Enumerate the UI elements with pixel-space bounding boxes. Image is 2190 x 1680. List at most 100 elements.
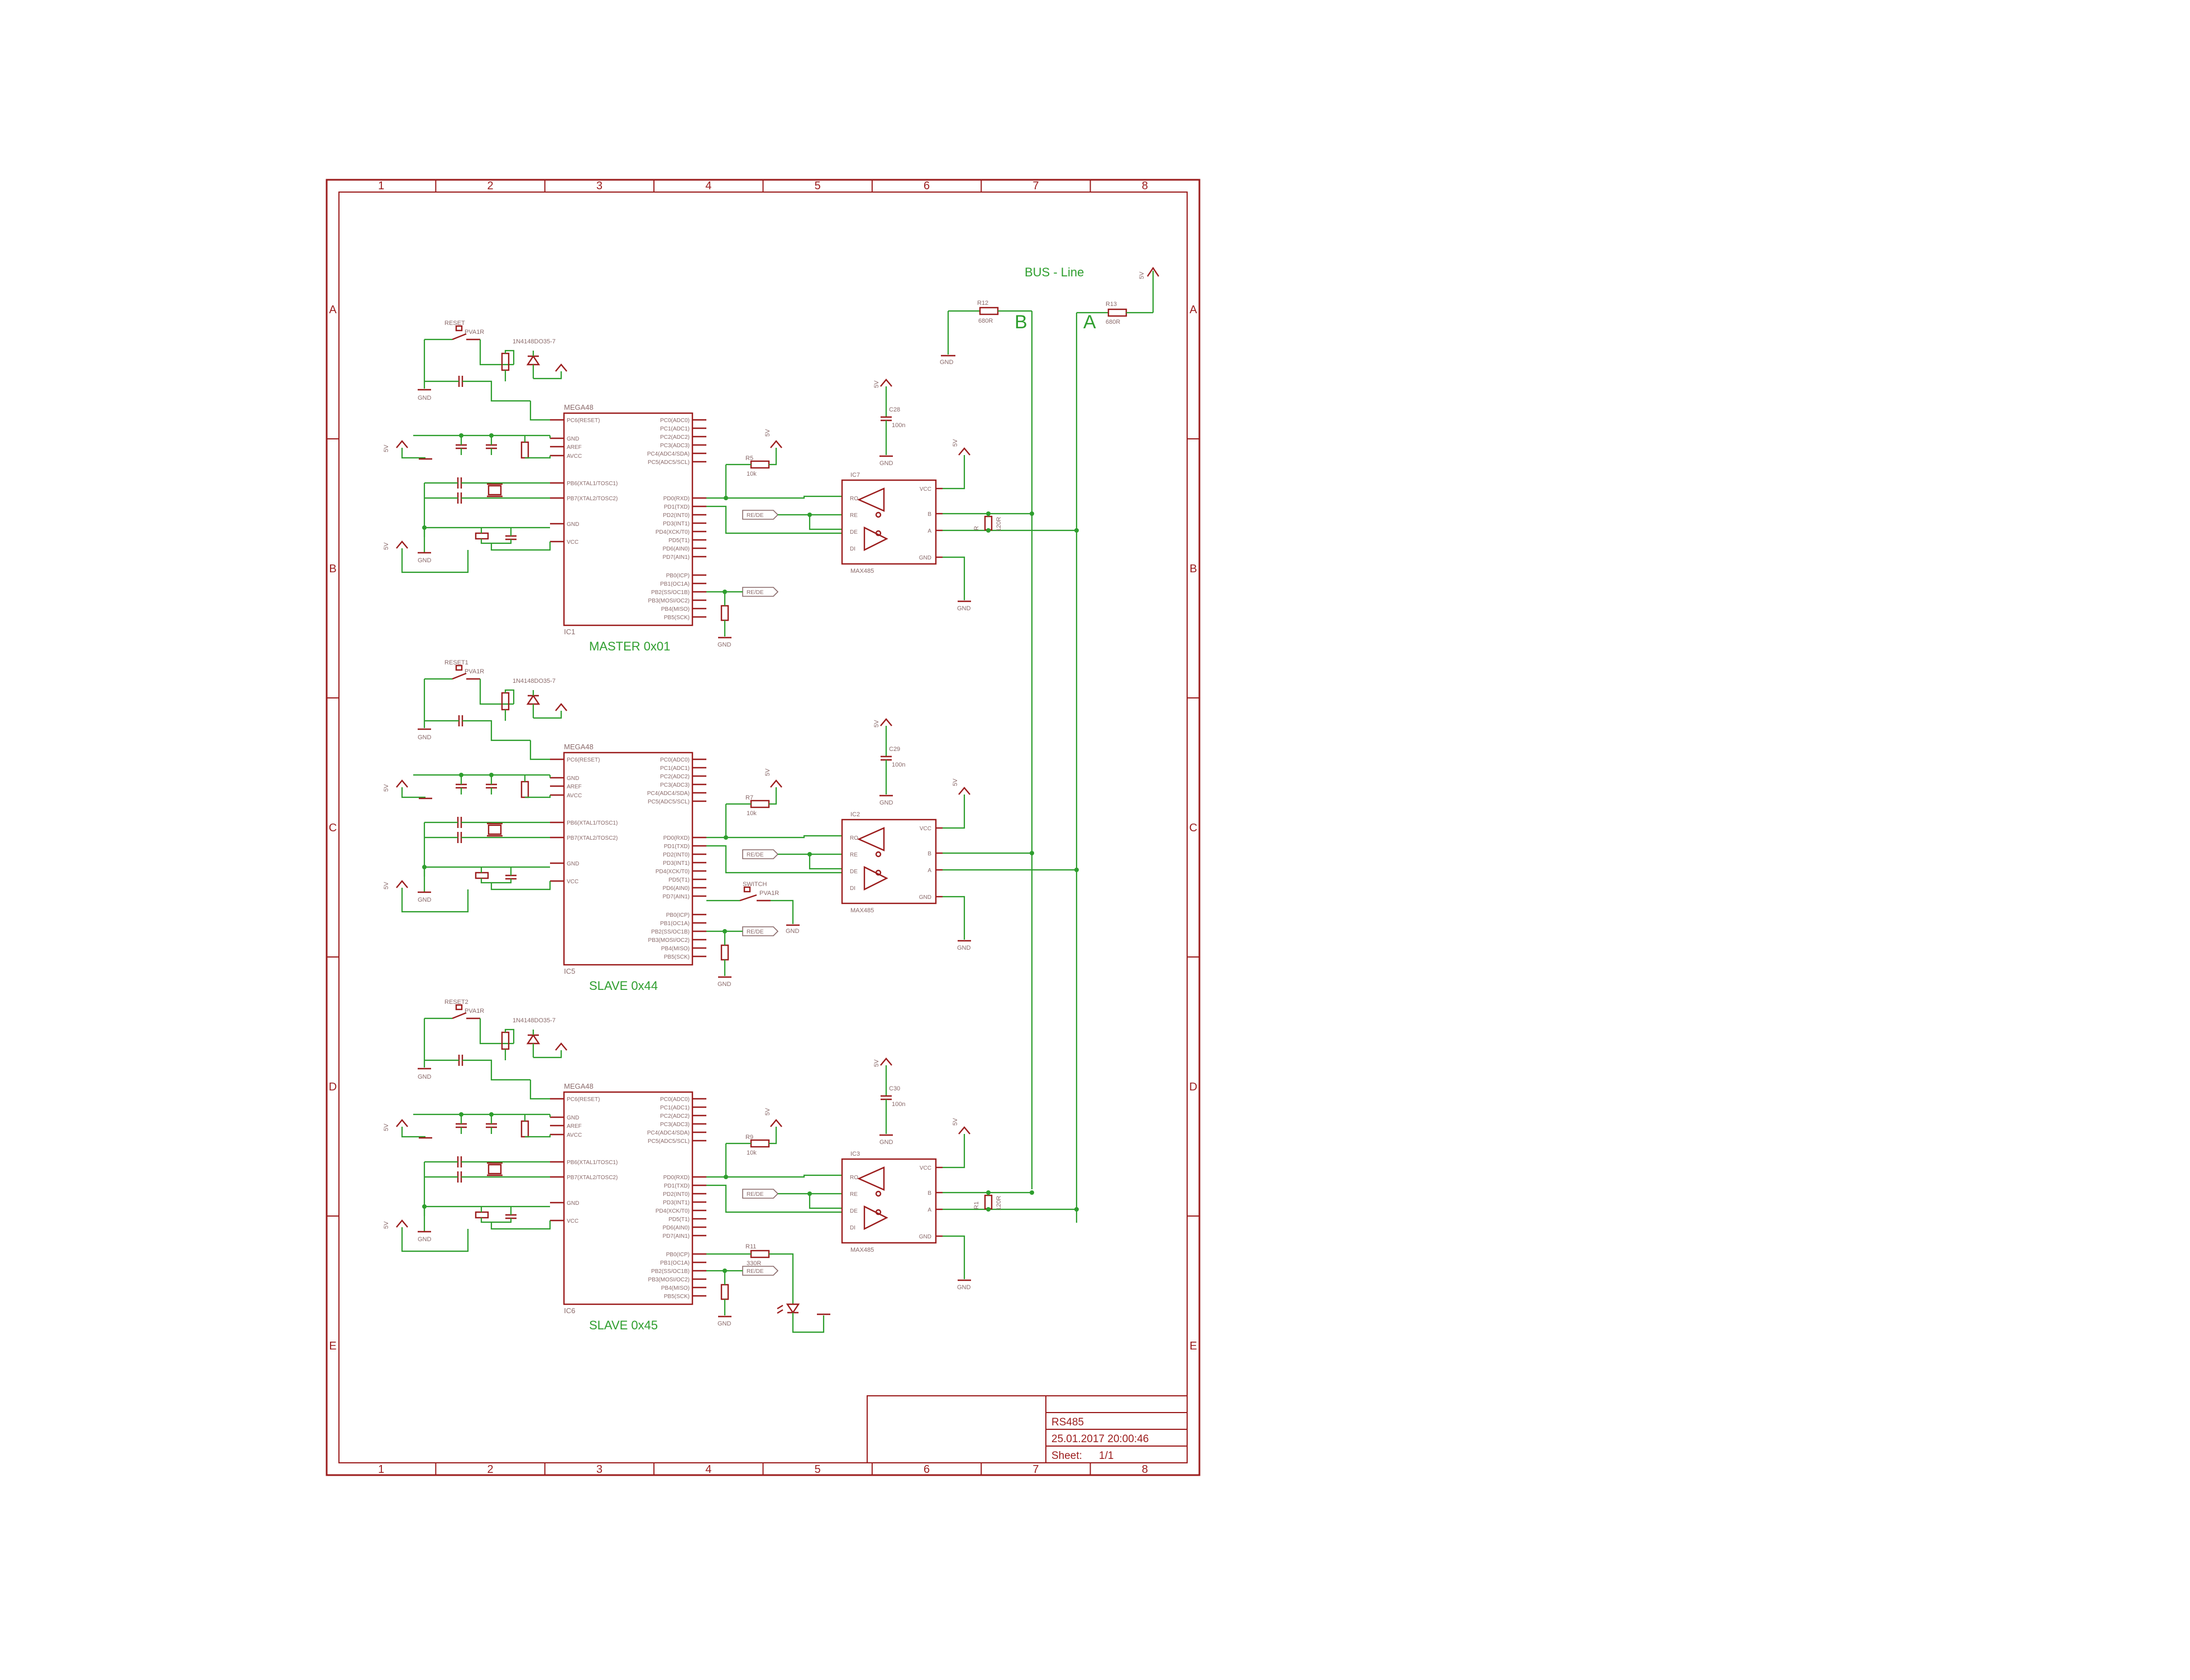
mcu-pin-right: PB0(ICP) [666, 1252, 690, 1258]
term-resistor-value: 120R [996, 517, 1002, 532]
grid-row-right-E: E [1189, 1340, 1197, 1352]
xcvr-cap-value: 100n [892, 422, 905, 429]
mcu-type-label: MEGA48 [564, 743, 594, 751]
mcu-pin-right: PD0(RXD) [663, 835, 690, 841]
mcu-pin-right: PD0(RXD) [663, 496, 690, 502]
supply-label: 5V [764, 429, 771, 437]
mcu-pin-right: PC1(ADC1) [660, 426, 690, 432]
gnd-label: GND [879, 1139, 893, 1146]
switch-type: PVA1R [759, 890, 779, 897]
grid-col-bottom-4: 4 [705, 1463, 711, 1476]
mcu-pin-right: PB4(MISO) [661, 1285, 690, 1291]
mcu-pin-right: PD1(TXD) [664, 504, 690, 510]
xcvr-pin-left: RE [850, 1191, 858, 1198]
sheet-value: 1/1 [1099, 1450, 1113, 1462]
mcu-pin-left: VCC [567, 879, 578, 885]
reset-switch-name: RESET [444, 320, 465, 327]
mcu-pin-right: PC3(ADC3) [660, 443, 690, 449]
mcu-pin-right: PD7(AIN1) [663, 894, 690, 900]
reset-switch-type: PVA1R [465, 1008, 484, 1014]
bus-supply-label: 5V [1139, 271, 1145, 279]
supply-label: 5V [952, 1118, 959, 1126]
xcvr-pin-right: GND [919, 894, 931, 901]
grid-col-bottom-6: 6 [924, 1463, 930, 1476]
xcvr-name-label: IC2 [850, 811, 860, 818]
rede-tag-pb: RE/DE [747, 590, 764, 596]
supply-label: 5V [873, 720, 880, 727]
diode-label: 1N4148DO35-7 [513, 1017, 556, 1024]
grid-col-bottom-7: 7 [1032, 1463, 1039, 1476]
mcu-pin-right: PD5(T1) [668, 538, 690, 544]
grid-row-left-C: C [329, 822, 337, 834]
xcvr-name-label: IC7 [850, 472, 860, 478]
mcu-pin-right: PD5(T1) [668, 1217, 690, 1223]
date-text: 25.01.2017 20:00:46 [1051, 1433, 1149, 1445]
gnd-label: GND [879, 800, 893, 806]
mcu-pin-right: PC5(ADC5/SCL) [648, 1138, 690, 1145]
xcvr-pin-right: VCC [920, 486, 931, 492]
mcu-pin-right: PB2(SS/OC1B) [651, 590, 690, 596]
mcu-pin-right: PC0(ADC0) [660, 1097, 690, 1103]
xcvr-cap-name: C30 [889, 1085, 900, 1092]
grid-row-left-A: A [329, 304, 337, 316]
grid-row-left-D: D [329, 1081, 337, 1093]
mcu-pin-right: PD3(INT1) [663, 521, 690, 527]
block-label: SLAVE 0x45 [589, 1318, 658, 1332]
block-label: MASTER 0x01 [589, 639, 671, 653]
grid-row-right-A: A [1189, 304, 1197, 316]
grid-row-left-B: B [329, 563, 336, 575]
supply-label: 5V [383, 542, 390, 550]
mcu-pin-right: PD7(AIN1) [663, 1233, 690, 1239]
mcu-pin-right: PD6(AIN0) [663, 546, 690, 552]
mcu-pin-right: PD6(AIN0) [663, 886, 690, 892]
xcvr-pin-left: RE [850, 852, 858, 858]
xcvr-pin-left: DI [850, 886, 855, 892]
xcvr-pin-left: DE [850, 869, 858, 875]
mcu-pin-left: AREF [567, 444, 582, 451]
reset-switch-name: RESET1 [444, 659, 468, 666]
mcu-pin-left: PC6(RESET) [567, 1097, 600, 1103]
xcvr-cap-name: C28 [889, 406, 900, 413]
mcu-pin-right: PB3(MOSI/OC2) [648, 937, 690, 944]
grid-row-right-B: B [1189, 563, 1197, 575]
term-resistor-name: R1 [973, 1202, 980, 1209]
mcu-pin-right: PB5(SCK) [664, 954, 690, 960]
mcu-pin-left: GND [567, 776, 579, 782]
gnd-label: GND [418, 1236, 432, 1243]
rede-tag-pb: RE/DE [747, 929, 764, 935]
bus-a-label: A [1083, 312, 1096, 333]
rede-tag-pb: RE/DE [747, 1269, 764, 1275]
grid-col-bottom-8: 8 [1142, 1463, 1148, 1476]
mcu-type-label: MEGA48 [564, 403, 594, 411]
gnd-label: GND [418, 734, 432, 741]
mcu-pin-left: PB7(XTAL2/TOSC2) [567, 835, 618, 841]
supply-label: 5V [764, 1108, 771, 1116]
xcvr-type-label: MAX485 [850, 568, 874, 575]
grid-col-top-2: 2 [487, 180, 494, 192]
mcu-pin-right: PD4(XCK/T0) [656, 529, 690, 535]
reset-switch-type: PVA1R [465, 329, 484, 336]
mcu-pin-right: PC2(ADC2) [660, 774, 690, 780]
mcu-name-label: IC6 [564, 1306, 575, 1315]
gnd-label: GND [718, 981, 731, 988]
pullup-name: R7 [745, 794, 753, 801]
mcu-pin-left: AREF [567, 1123, 582, 1129]
xcvr-pin-left: DE [850, 1208, 858, 1214]
supply-label: 5V [383, 1123, 390, 1131]
gnd-label: GND [718, 1320, 731, 1327]
bus-title: BUS - Line [1025, 265, 1084, 279]
term-resistor-value: 120R [996, 1196, 1002, 1210]
circuit-block-2: MEGA48IC5PC6(RESET)GNDAREFAVCCPB6(XTAL1/… [383, 659, 1079, 993]
mcu-pin-left: PB6(XTAL1/TOSC1) [567, 481, 618, 487]
bus-gnd-label: GND [940, 359, 954, 366]
mcu-pin-left: PB7(XTAL2/TOSC2) [567, 496, 618, 502]
gnd-label: GND [957, 945, 971, 951]
mcu-pin-right: PD5(T1) [668, 877, 690, 883]
mcu-pin-left: PB6(XTAL1/TOSC1) [567, 820, 618, 826]
mcu-pin-right: PD0(RXD) [663, 1175, 690, 1181]
mcu-pin-right: PB5(SCK) [664, 1294, 690, 1300]
mcu-pin-left: VCC [567, 1218, 578, 1224]
mcu-pin-right: PB4(MISO) [661, 946, 690, 952]
mcu-pin-left: VCC [567, 539, 578, 545]
